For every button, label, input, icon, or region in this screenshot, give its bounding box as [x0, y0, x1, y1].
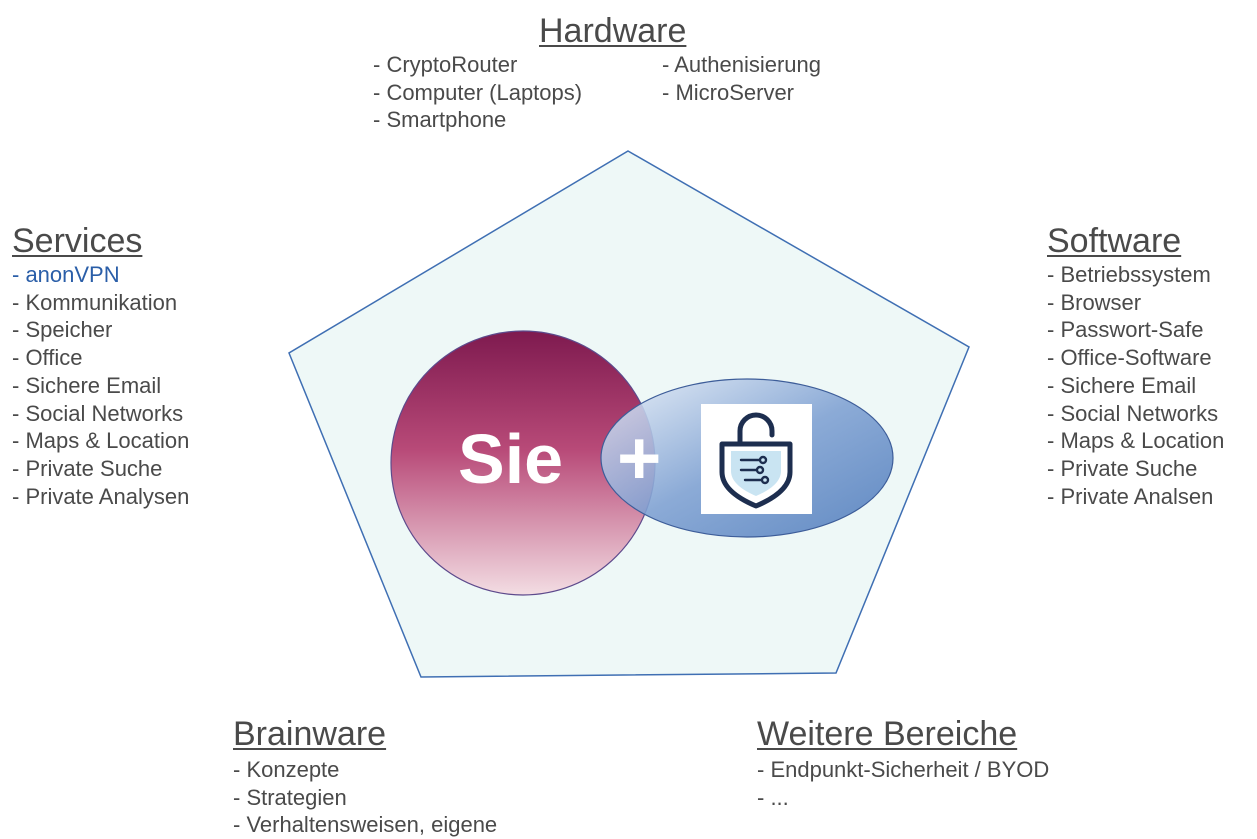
list-item: - Computer (Laptops): [373, 79, 583, 105]
list-item: - MicroServer: [662, 79, 795, 105]
list-item: - CryptoRouter: [373, 52, 518, 77]
hardware-title: Hardware: [539, 12, 687, 50]
sie-label: Sie: [458, 420, 564, 498]
services-item-anonvpn[interactable]: - anonVPN: [12, 262, 120, 287]
shield-lock-icon: [719, 412, 793, 509]
list-item: - Endpunkt-Sicherheit / BYOD: [757, 757, 1050, 782]
list-item: - ...: [757, 784, 789, 810]
list-item: - Sichere Email: [12, 372, 162, 398]
list-item: - Social Networks: [12, 400, 184, 426]
list-item: - Maps & Location: [1047, 428, 1225, 454]
list-item: - Social Networks: [1047, 400, 1219, 426]
list-item: - Kommunikation: [12, 289, 178, 315]
weitere-title: Weitere Bereiche: [757, 715, 1018, 753]
services-section: Services - anonVPN - Kommunikation - Spe…: [12, 223, 189, 510]
brainware-section: Brainware - Konzepte - Strategien - Verh…: [233, 716, 497, 839]
list-item: - Strategien: [233, 784, 347, 810]
list-item: - Browser: [1047, 289, 1142, 315]
brainware-title: Brainware: [233, 715, 387, 753]
software-title: Software: [1047, 222, 1182, 260]
list-item: - Konzepte: [233, 757, 340, 782]
list-item: - Verhaltensweisen, eigene: [233, 812, 498, 838]
services-title: Services: [12, 222, 143, 260]
list-item: - Sichere Email: [1047, 372, 1197, 398]
list-item: - Maps & Location: [12, 428, 190, 454]
weitere-section: Weitere Bereiche - Endpunkt-Sicherheit /…: [757, 716, 1049, 811]
hardware-list-right: - Authenisierung - MicroServer: [662, 51, 821, 106]
list-item: - Passwort-Safe: [1047, 317, 1204, 343]
list-item: - Office: [12, 345, 83, 371]
software-section: Software - Betriebssystem - Browser - Pa…: [1047, 223, 1224, 510]
plus-sign: +: [617, 416, 662, 501]
list-item: - Private Analsen: [1047, 483, 1214, 509]
list-item: - Authenisierung: [662, 52, 821, 77]
list-item: - Smartphone: [373, 107, 507, 133]
logo-tile: [701, 404, 812, 514]
list-item: - Office-Software: [1047, 345, 1212, 371]
hardware-section: Hardware: [539, 13, 686, 49]
list-item: - Private Analysen: [12, 483, 190, 509]
list-item: - Betriebssystem: [1047, 262, 1211, 287]
list-item: - Private Suche: [1047, 455, 1198, 481]
list-item: - Speicher: [12, 317, 113, 343]
hardware-list-left: - CryptoRouter - Computer (Laptops) - Sm…: [373, 51, 582, 134]
list-item: - Private Suche: [12, 455, 163, 481]
